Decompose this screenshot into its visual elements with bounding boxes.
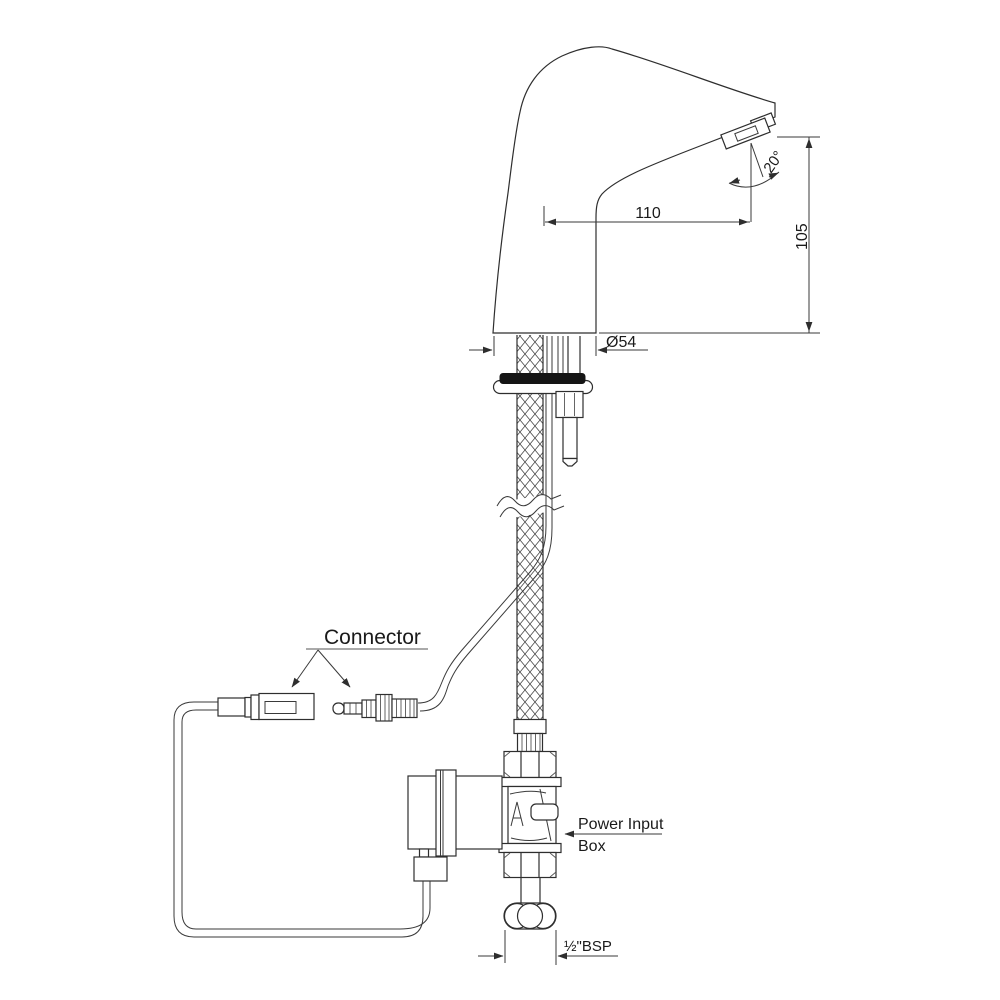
hose-braid [517,335,543,720]
break-gap [495,492,565,520]
coil-terminal-block [413,856,448,882]
dimension-outlet-height: 105 [599,136,820,334]
socket-ring [244,696,252,718]
socket-neck [217,697,246,717]
connector-label: Connector [291,626,428,688]
dim-20deg-text: 20° [760,148,787,176]
faucet-body [492,46,777,334]
coil-bracket [435,769,457,857]
plug-collar [361,699,377,719]
hose-thread [516,732,544,753]
stud-nut [555,390,584,419]
connector-label-text: Connector [324,626,421,649]
dim-bsp-text: ½"BSP [564,938,612,955]
flange-gasket [499,373,586,384]
nut-chamfer [503,771,511,778]
nut-chamfer [549,771,557,778]
valve-inner-top [509,790,547,795]
socket-collar [250,694,260,721]
valve-side-tab [530,803,559,821]
sensor-window-inner [734,125,759,142]
wire-loop-inner [181,709,431,930]
sensor-cable-line [419,394,553,712]
dimension-spout-reach: 110 [543,205,750,226]
inlet-union-nut [503,902,557,930]
coil-wire-loop [173,701,431,938]
dim-110-text: 110 [635,205,661,222]
union-nut-bottom [503,851,557,879]
base-cables-and-rod [546,336,581,375]
hose-ferrule [513,718,547,735]
hose-break-symbol [495,492,565,520]
break-wave-top [496,494,562,507]
connector-leader-left [291,649,319,688]
nut-chamfer [503,751,511,758]
plug-tip [332,702,345,715]
nut-chamfer [503,871,511,878]
break-wave-bottom [499,505,565,518]
angle-ref-slant [750,142,764,178]
union-nut-top [503,750,557,779]
nut-chamfer [503,852,511,859]
dim-54-text: Ø54 [606,334,636,351]
flow-direction-arrow [510,801,524,827]
dimension-base-diameter: Ø54 [469,334,648,356]
valve-flange-bottom [498,842,562,854]
supply-hose [516,335,544,720]
valve-inner-bottom [510,837,548,841]
nut-chamfer [549,871,557,878]
male-connector-plug [332,693,418,722]
female-connector [217,692,315,721]
sensor-cable-line [417,394,547,704]
plug-hex-body [375,693,393,722]
faucet-outline [492,46,776,334]
dimension-outlet-angle: 20° [728,142,787,222]
wire-loop-outer [173,701,424,938]
stud-shank [562,416,578,460]
power-input-text: Power Input [578,816,664,833]
union-lobe-center [516,902,544,930]
valve-flange-top [498,776,562,788]
nut-chamfer [549,751,557,758]
stud-tip [562,457,578,467]
coil-terminal-stub [418,848,430,858]
nut-chamfer [549,852,557,859]
solenoid-coil [407,769,503,882]
dimension-inlet-thread: ½"BSP [478,930,618,965]
plug-shaft [343,702,363,715]
sensor-cable [417,394,553,712]
plug-strain-relief [391,698,418,719]
connector-leader-right [317,649,351,688]
mounting-stud [555,390,584,467]
hose-thread-ribs [521,734,541,751]
socket-slot [264,701,297,714]
angle-arrow-left [729,177,741,184]
angle-arrow-right [768,172,779,180]
power-input-box-label: Power Input Box [564,816,664,855]
solenoid-valve-assembly [498,718,562,930]
power-input-box-text: Box [578,838,606,855]
dim-105-text: 105 [794,223,811,250]
mounting-flange [492,373,594,395]
